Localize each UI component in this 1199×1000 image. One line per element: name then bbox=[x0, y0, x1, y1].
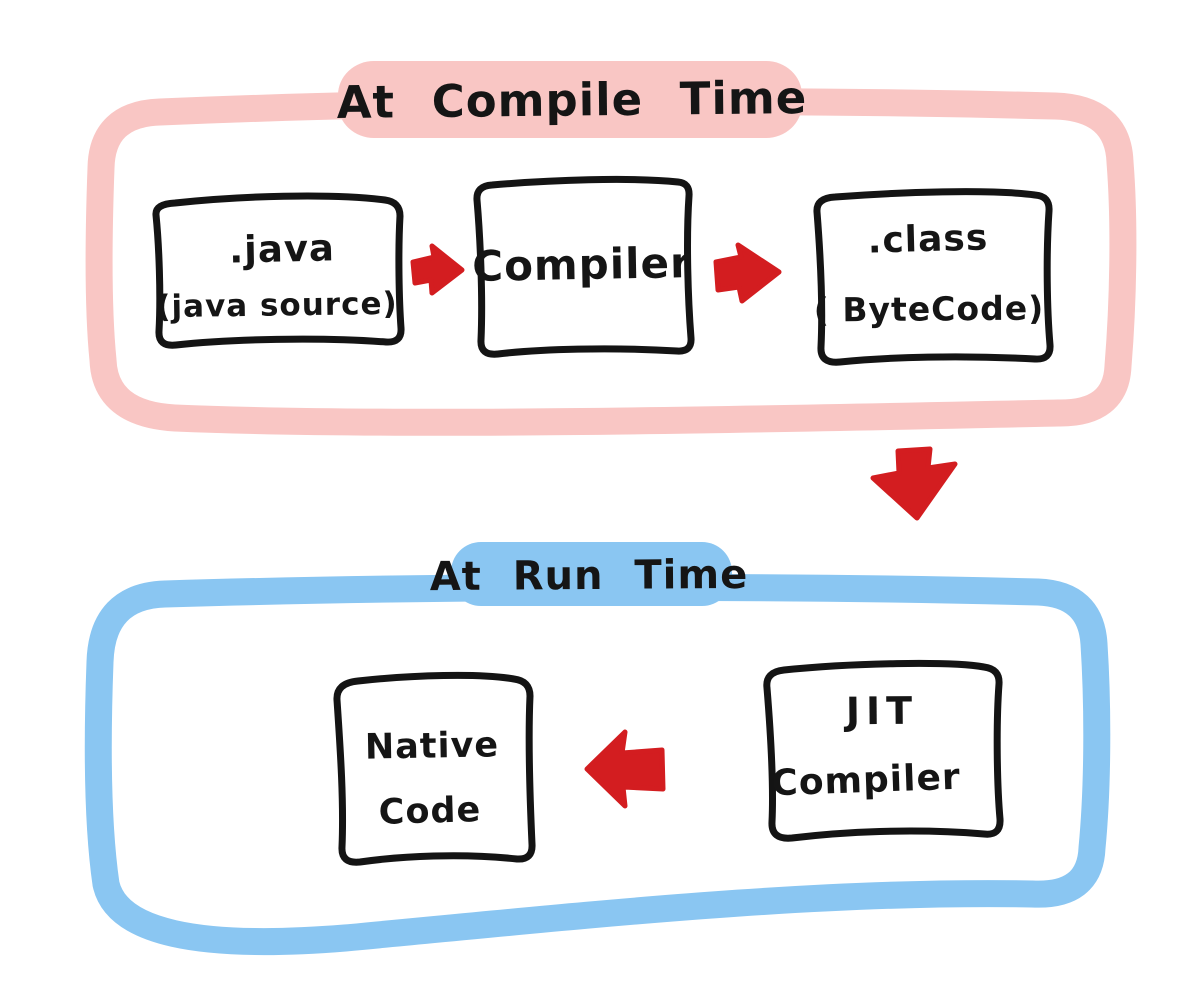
run-section-outline bbox=[84, 573, 1111, 956]
arrow-java-to-compiler-icon bbox=[410, 243, 465, 296]
jit-compiler-label-line1: JIT bbox=[845, 688, 919, 734]
class-file-box bbox=[813, 188, 1054, 366]
jit-compiler-label-line2: Compiler bbox=[770, 756, 962, 805]
java-source-box bbox=[152, 192, 405, 349]
compile-title-pill bbox=[338, 61, 802, 138]
arrow-jit-to-native-icon bbox=[584, 729, 666, 809]
native-code-box bbox=[333, 671, 536, 866]
java-source-label-line2: (java source) bbox=[156, 285, 398, 326]
jit-compiler-box bbox=[763, 659, 1004, 842]
run-section-title: At Run Time bbox=[429, 551, 749, 601]
compiler-label: Compiler bbox=[471, 238, 693, 291]
arrow-compile-to-runtime-icon bbox=[870, 446, 958, 521]
run-title-pill bbox=[451, 542, 732, 606]
class-file-label-line2: ( ByteCode) bbox=[813, 288, 1045, 330]
compile-section-outline bbox=[85, 87, 1137, 436]
java-source-label-line1: .java bbox=[228, 226, 336, 272]
compiler-box bbox=[473, 175, 695, 358]
native-code-label-line1: Native bbox=[364, 725, 500, 768]
arrow-compiler-to-class-icon bbox=[713, 242, 782, 304]
compile-section-title: At Compile Time bbox=[336, 71, 808, 129]
native-code-label-line2: Code bbox=[378, 790, 482, 833]
class-file-label-line1: .class bbox=[867, 217, 989, 262]
